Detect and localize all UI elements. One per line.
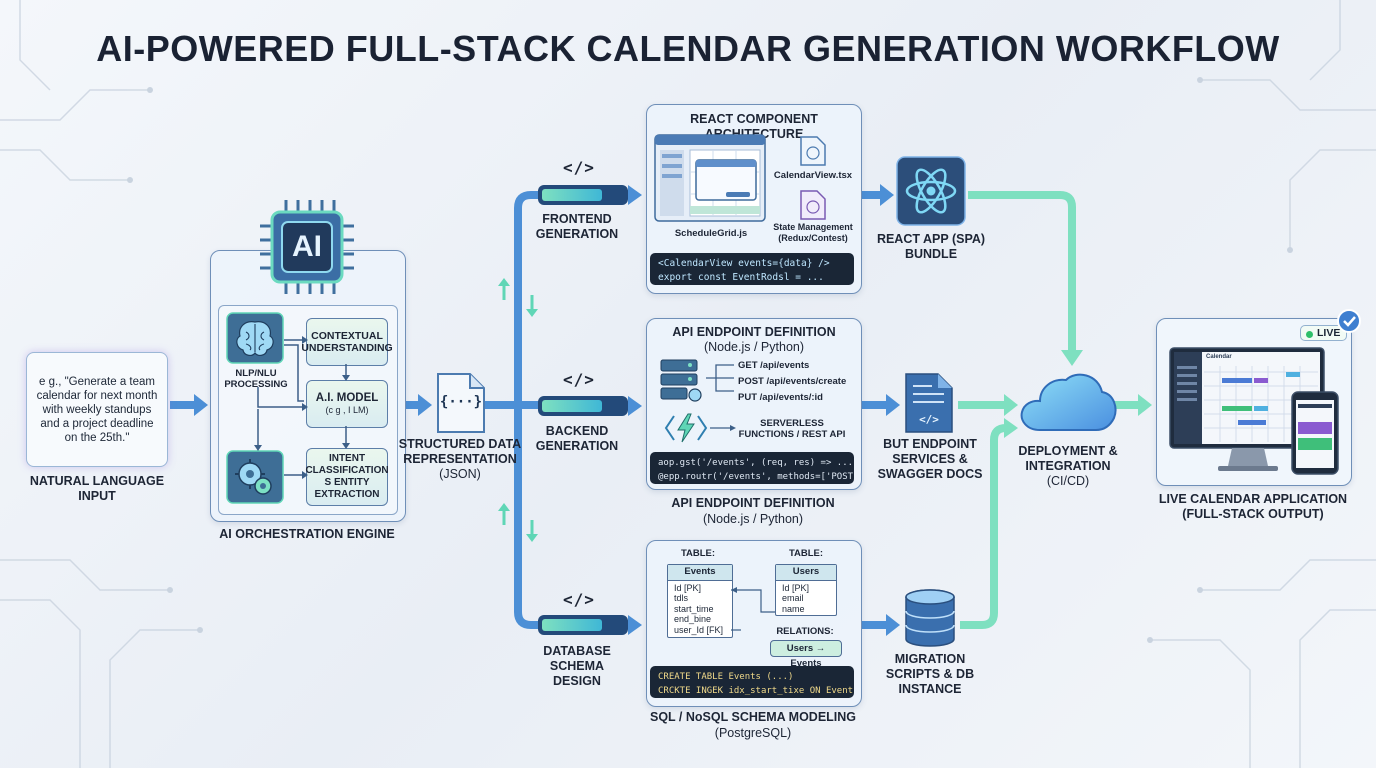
endpoint-branch-lines <box>706 364 734 392</box>
events-table-name: Events <box>668 565 732 581</box>
ai-orchestration-engine-label: AI ORCHESTRATION ENGINE <box>219 527 395 541</box>
users-field: Id [PK] <box>782 582 810 593</box>
users-field: name <box>782 603 805 614</box>
relations-label: RELATIONS: <box>776 626 834 637</box>
server-icon <box>660 359 702 402</box>
calendar-screen-title: Calendar <box>1206 354 1232 360</box>
table-label-events: TABLE: <box>680 548 716 559</box>
schema-code-snippet: CREATE TABLE Events (...) CRCKTE INGEK i… <box>650 666 854 698</box>
frontend-generation-label: FRONTEND GENERATION <box>535 212 619 241</box>
state-management-label: State Management (Redux/Contest) <box>773 222 853 243</box>
endpoint-get: GET /api/events <box>738 360 810 371</box>
cpu-chip-icon <box>260 200 354 294</box>
react-app-label: REACT APP (SPA) BUNDLE <box>876 232 986 261</box>
users-field: email <box>782 593 804 603</box>
services-label: BUT ENDPOINT SERVICES & SWAGGER DOCS <box>877 437 983 481</box>
input-quote: e g., "Generate a team calendar for next… <box>36 375 158 444</box>
ai-model-sub: (c g , I LM) <box>325 405 369 415</box>
swagger-doc-icon: </> <box>905 373 953 433</box>
schedule-grid-label: ScheduleGrid.js <box>674 228 748 239</box>
nlp-label: NLP/NLU PROCESSING <box>224 368 288 390</box>
backend-generation-label: BACKEND GENERATION <box>535 424 619 453</box>
ai-model-label: A.I. MODEL <box>315 392 379 404</box>
api-code-snippet: aop.gst('/events', (req, res) => ...) @e… <box>650 452 854 484</box>
ui-mockup-icon <box>654 134 766 222</box>
schema-caption: SQL / NoSQL SCHEMA MODELING <box>649 710 857 724</box>
live-app-label: LIVE CALENDAR APPLICATION (FULL-STACK OU… <box>1158 492 1348 521</box>
contextual-understanding-box: CONTEXTUAL UNDERSTANDING <box>301 318 393 366</box>
events-field: tdls <box>674 593 689 603</box>
events-field: Id [PK] <box>674 582 702 593</box>
deployment-sub: (CI/CD) <box>1046 474 1090 488</box>
serverless-label: SERVERLESS FUNCTIONS / REST API <box>738 418 846 440</box>
serverless-lightning-icon <box>664 413 736 443</box>
database-schema-label: DATABASE SCHEMA DESIGN <box>543 644 611 688</box>
api-panel-subtitle: (Node.js / Python) <box>703 340 805 354</box>
json-symbol: {···} <box>439 394 483 410</box>
react-logo-icon <box>896 156 966 226</box>
users-table: Users Id [PK] email name <box>775 564 837 616</box>
json-document-icon <box>437 373 485 433</box>
brain-icon <box>226 312 284 364</box>
migration-label: MIGRATION SCRIPTS & DB INSTANCE <box>885 652 975 696</box>
gears-icon <box>226 450 284 504</box>
file-icon-state-management <box>800 190 826 220</box>
natural-language-input-label: NATURAL LANGUAGE INPUT <box>29 474 165 503</box>
events-field: end_bine <box>674 614 712 624</box>
deployment-label: DEPLOYMENT & INTEGRATION <box>1018 444 1118 473</box>
events-table: Events Id [PK] tdls start_time end_bine … <box>667 564 733 638</box>
events-field: user_Id [FK] <box>674 624 724 635</box>
api-caption: API ENDPOINT DEFINITION <box>671 496 835 510</box>
schema-caption-sub: (PostgreSQL) <box>714 726 792 740</box>
relation-lines <box>731 587 775 631</box>
file-icon-calendarview <box>800 136 826 166</box>
database-icon <box>905 589 955 647</box>
ai-chip-text: AI <box>292 230 322 263</box>
engine-internal-arrows <box>254 336 350 479</box>
table-label-users: TABLE: <box>788 548 824 559</box>
live-badge: LIVE <box>1300 325 1348 341</box>
ai-model-box: A.I. MODEL (c g , I LM) <box>306 380 388 428</box>
relation-chip: Users → Events <box>770 640 842 669</box>
events-field: start_time <box>674 603 714 614</box>
diagram-title: AI-POWERED FULL-STACK CALENDAR GENERATIO… <box>96 28 1280 69</box>
database-code-icon: </> <box>563 590 595 609</box>
api-caption-sub: (Node.js / Python) <box>702 512 804 526</box>
monitor-and-phone-icon <box>1169 347 1339 475</box>
endpoint-put: PUT /api/events/:id <box>738 392 823 403</box>
natural-language-input-card: e g., "Generate a team calendar for next… <box>26 352 168 467</box>
intent-classification-box: INTENT CLASSIFICATION S ENTITY EXTRACTIO… <box>305 448 389 506</box>
structured-data-sub: (JSON) <box>439 467 481 481</box>
users-table-name: Users <box>776 565 836 581</box>
frontend-code-icon: </> <box>563 158 595 177</box>
calendar-view-file-label: CalendarView.tsx <box>773 170 853 181</box>
svg-text:</>: </> <box>919 413 939 426</box>
endpoint-post: POST /api/events/create <box>738 376 847 387</box>
backend-code-icon: </> <box>563 370 595 389</box>
cloud-icon <box>1020 373 1117 431</box>
check-badge-icon <box>1337 309 1361 333</box>
structured-data-label: STRUCTURED DATA REPRESENTATION <box>398 437 522 466</box>
react-code-snippet: <CalendarView events={data} /> export co… <box>650 253 854 285</box>
api-panel-title: API ENDPOINT DEFINITION <box>672 325 836 339</box>
